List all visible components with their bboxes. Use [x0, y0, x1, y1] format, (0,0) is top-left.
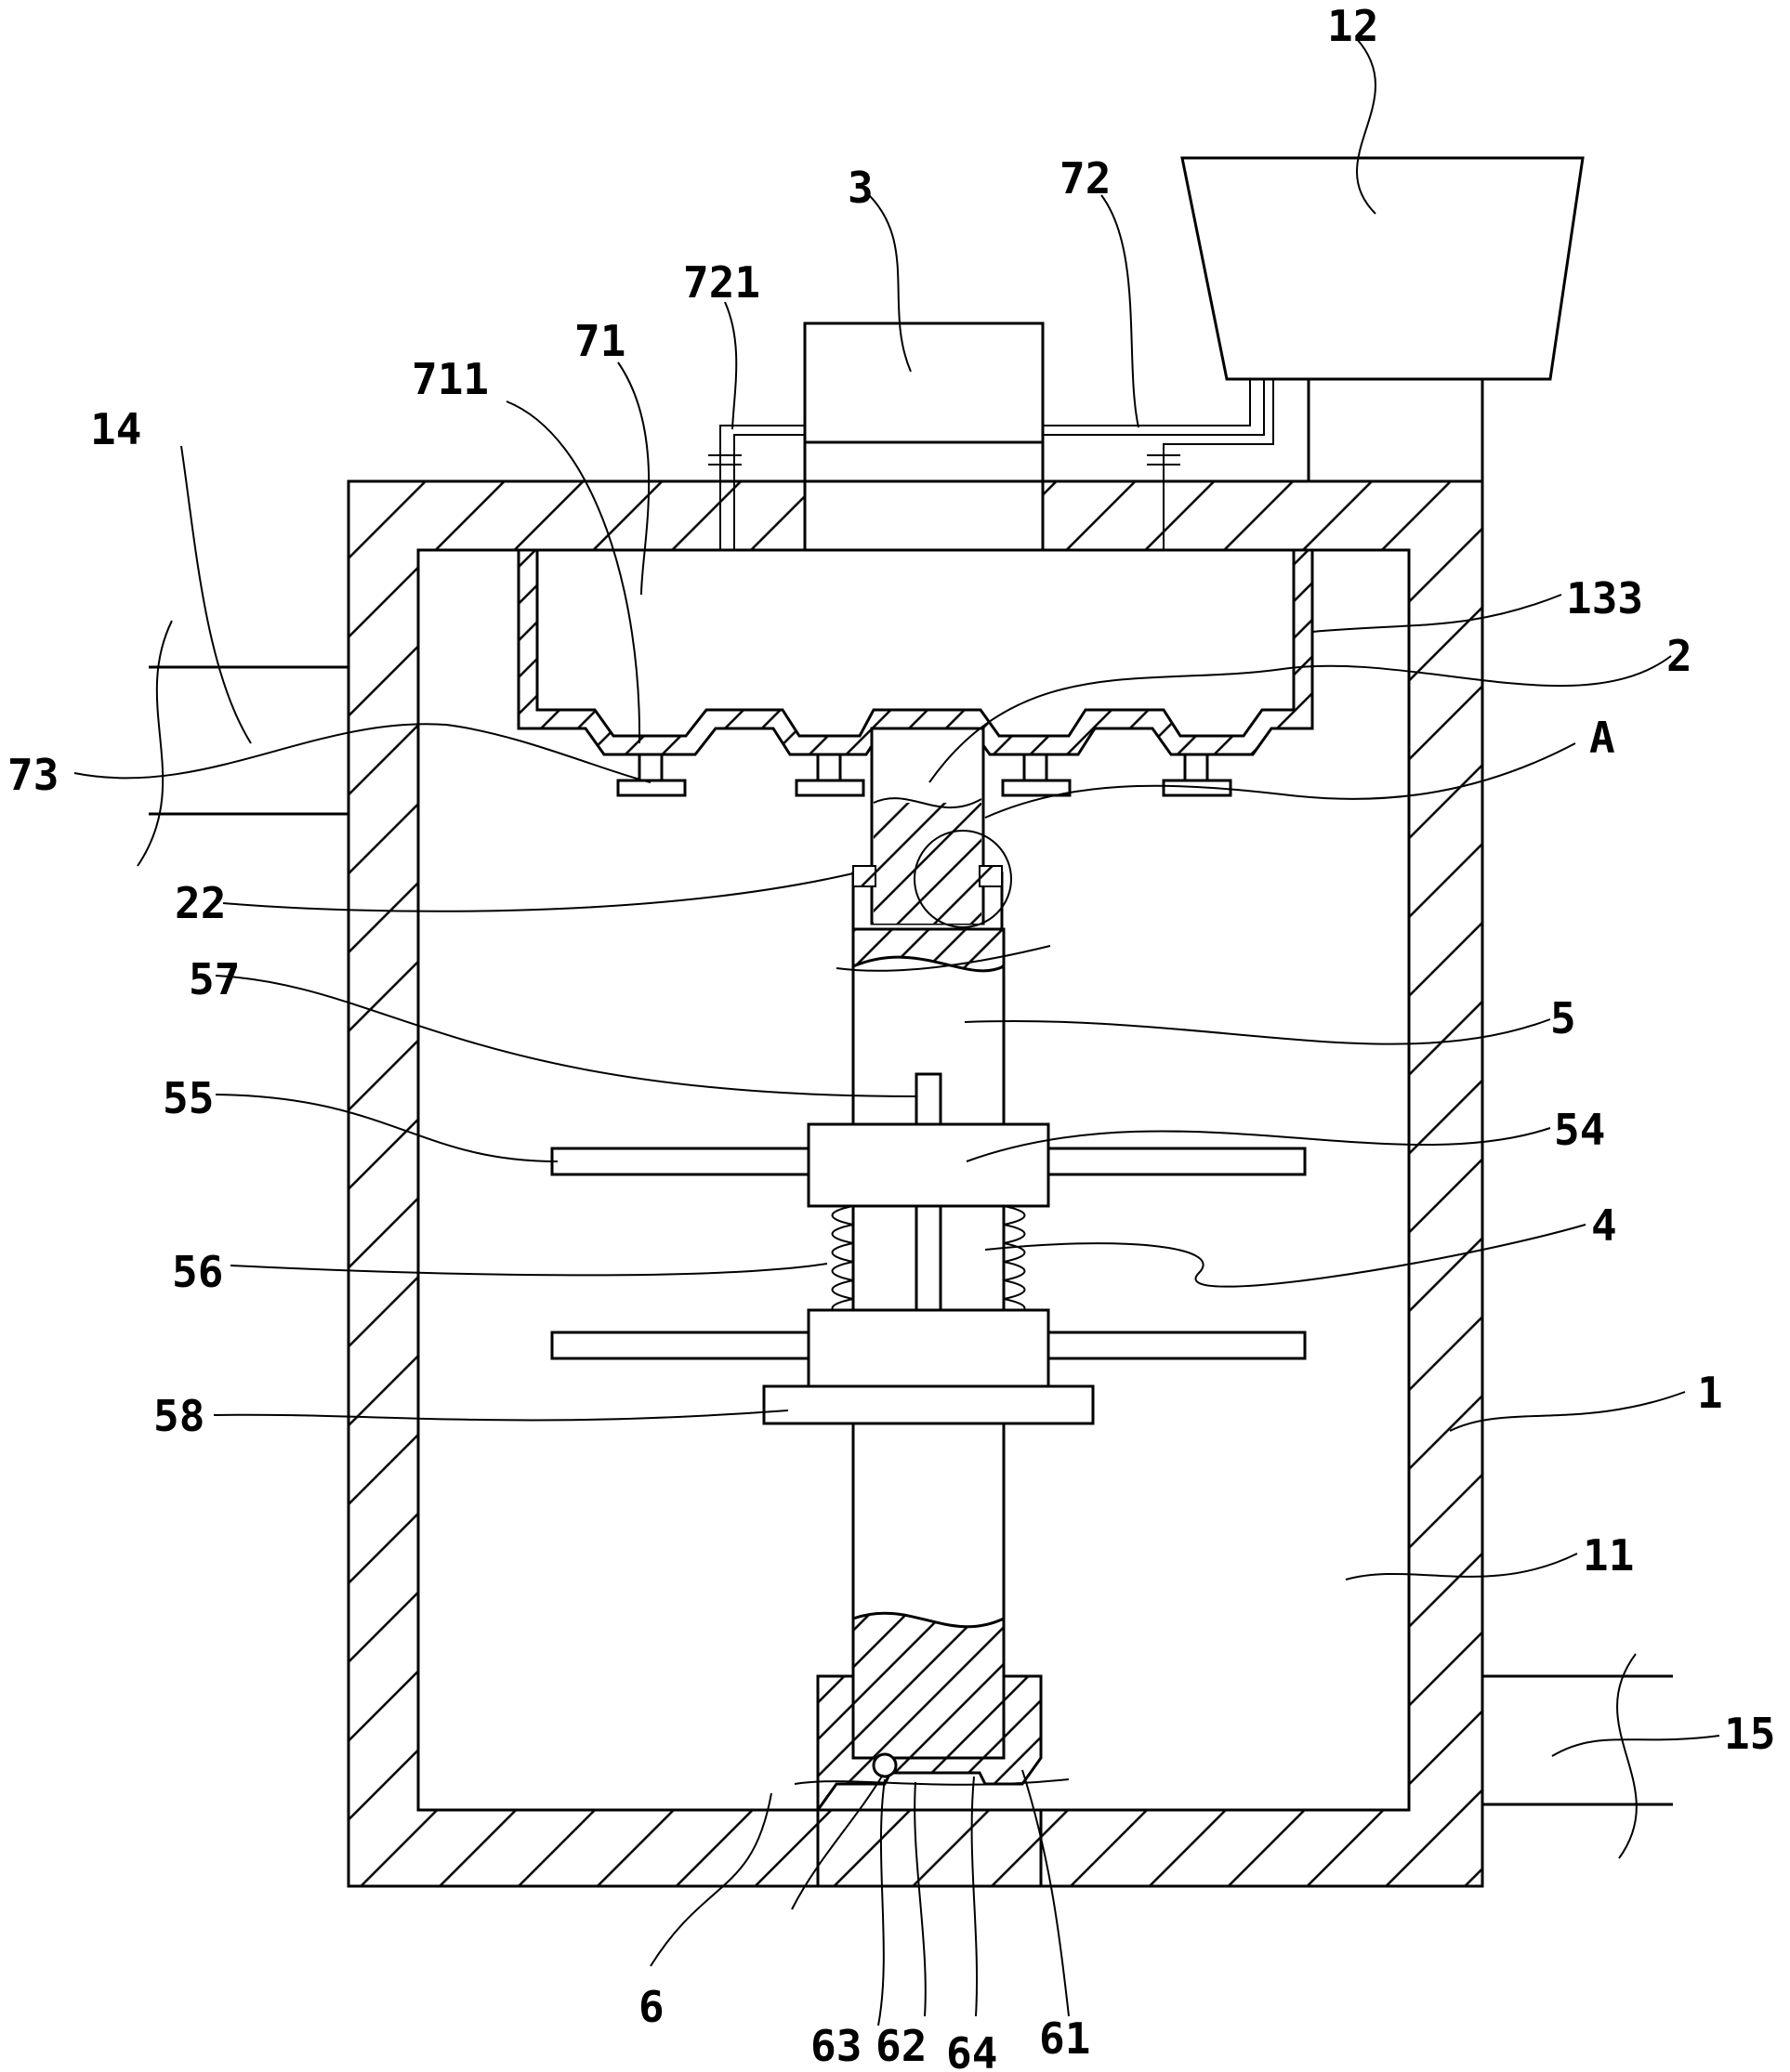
label-56: 56: [172, 1247, 223, 1297]
label-55: 55: [163, 1073, 214, 1123]
motor: [803, 321, 1045, 552]
label-5: 5: [1550, 993, 1576, 1043]
label-57: 57: [189, 954, 240, 1004]
label-63: 63: [810, 2021, 862, 2071]
bottom-bearing-seat: [816, 1674, 1043, 1886]
label-22: 22: [175, 878, 226, 928]
main-shaft: [851, 927, 1006, 1760]
label-2: 2: [1666, 631, 1692, 681]
upper-stirring-hub: [550, 1122, 1307, 1208]
bearing-housing: [851, 830, 1012, 931]
lower-stirring-hub: [550, 1308, 1307, 1388]
label-12: 12: [1327, 1, 1378, 51]
label-721: 721: [683, 257, 760, 308]
inlet-pipe: [137, 620, 349, 867]
label-58: 58: [153, 1391, 204, 1441]
label-72: 72: [1060, 153, 1111, 203]
hopper: [1180, 156, 1585, 481]
label-15: 15: [1724, 1709, 1775, 1759]
upper-shaft: [870, 727, 985, 925]
label-6: 6: [638, 1982, 665, 2032]
reference-labels: 12 3 72 721 71 711 14 73 133 2 A 22 57 5…: [7, 1, 1775, 2072]
label-3: 3: [848, 163, 874, 213]
label-61: 61: [1039, 2013, 1090, 2064]
label-54: 54: [1554, 1105, 1605, 1155]
collar-plate: [762, 1384, 1095, 1425]
label-73: 73: [7, 750, 59, 800]
label-64: 64: [946, 2028, 997, 2072]
label-A: A: [1589, 713, 1615, 763]
label-14: 14: [90, 404, 141, 454]
label-62: 62: [875, 2021, 927, 2071]
distribution-tray: [517, 548, 1314, 756]
label-71: 71: [574, 316, 625, 366]
leader-lines: [73, 38, 1720, 2026]
label-133: 133: [1566, 573, 1643, 623]
label-4: 4: [1591, 1200, 1617, 1251]
label-1: 1: [1697, 1368, 1723, 1418]
label-11: 11: [1583, 1530, 1634, 1580]
label-711: 711: [412, 354, 489, 404]
springs: [831, 1205, 1026, 1318]
outlet-pipe: [1482, 1653, 1673, 1859]
